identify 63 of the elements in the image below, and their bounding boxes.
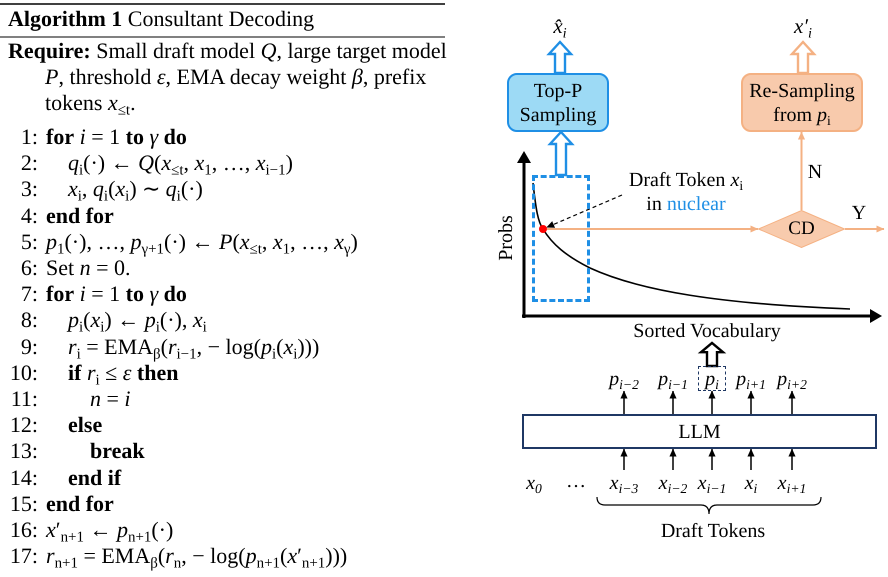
- decision-diamond: CD: [758, 210, 845, 248]
- pseudocode-line: 6: Set n = 0.: [20, 255, 131, 281]
- hollow-arrow: [789, 40, 817, 74]
- arrow: [669, 448, 677, 470]
- hollow-arrow: [698, 341, 726, 368]
- arrow: [620, 390, 628, 414]
- pseudocode-line: 17: r$_{n+1}$ = EMA$_{β}$(r$_{n}$, − log(p$_{n+1}$(x′$_{n+1}$))): [8, 543, 348, 570]
- pseudocode-line: 11: n = i: [10, 386, 131, 412]
- curve-point: [539, 225, 547, 233]
- pseudocode-line: 3: x$_{i}$, q$_{i}$(x$_{i}$) ∼ q$_{i}$(·): [20, 176, 203, 202]
- token-label: x$_{i−2}$: [653, 470, 693, 495]
- pseudocode-line: 5: p$_{1}$(·), …, p$_{γ+1}$(·) ← P(x$_{≤t}$, x$_{1}$, …, x$_{γ}$): [20, 228, 358, 255]
- arrow: [788, 448, 796, 470]
- pseudocode-line: 8: p$_{i}$(x$_{i}$) ← p$_{i}$(·), x$_{i}$: [20, 307, 207, 334]
- callout-text: Draft Token x$_{i}$ in nuclear: [622, 167, 750, 217]
- axis-title: Probs: [494, 214, 518, 263]
- dashed-region-box: [532, 175, 590, 302]
- pseudocode-line: 13: break: [8, 438, 145, 464]
- token-label: x$_{i−3}$: [603, 470, 645, 495]
- arrow: [620, 448, 628, 470]
- pseudocode-line: 12: else: [8, 412, 102, 438]
- probability-label: p$_{i+2}$: [772, 366, 812, 391]
- pseudocode-line: 15: end for: [8, 490, 114, 517]
- process-box: Re-Sampling from p$_{i}$: [741, 73, 863, 132]
- pseudocode-line: 14: end if: [8, 464, 122, 491]
- hollow-arrow: [546, 40, 574, 74]
- arrow: [708, 448, 716, 470]
- pseudocode-line: 2: q$_{i}$(·) ← Q(x$_{≤t}$, x$_{1}$, …, x$_{i−1}$): [20, 150, 293, 176]
- probability-label: p$_{i+1}$: [731, 366, 771, 391]
- model-box: LLM: [522, 414, 877, 449]
- arrow: [788, 390, 796, 414]
- arrow: [747, 448, 755, 470]
- algorithm-title: Algorithm 1 Consultant Decoding: [8, 6, 314, 32]
- pseudocode-line: 10: if r$_{i}$ ≤ ε then: [8, 360, 178, 386]
- edge-label: N: [806, 160, 824, 184]
- token-label: x$_{i+1}$: [771, 470, 813, 495]
- arrow: [708, 390, 716, 414]
- arrow: [547, 225, 758, 233]
- ellipsis: …: [565, 468, 587, 493]
- output-token-label: x̂$_{i}$: [546, 12, 574, 42]
- output-token-label: x′$_{i}$: [787, 12, 819, 42]
- hollow-arrow: [547, 130, 575, 176]
- arrow: [798, 132, 806, 210]
- pseudocode-line: 1: for i = 1 to γ do: [20, 124, 187, 150]
- edge-label: Y: [850, 201, 868, 225]
- token-label: x$_{0}$: [524, 470, 543, 495]
- arrow: [845, 225, 884, 233]
- pseudocode-line: 9: r$_{i}$ = EMA$_{β}$(r$_{i−1}$, − log(p$_{i}$(x$_{i}$))): [20, 334, 320, 360]
- pseudocode-line: 4: end for: [20, 202, 114, 229]
- probability-label: p$_{i−2}$: [604, 366, 644, 391]
- arrow: [669, 390, 677, 414]
- brace-label: Draft Tokens: [660, 519, 766, 543]
- axis-title: Sorted Vocabulary: [627, 318, 787, 343]
- token-label: x$_{i−1}$: [693, 470, 731, 495]
- pseudocode-line: 16: x′$_{n+1}$ ← p$_{n+1}$(·): [8, 517, 174, 543]
- pseudocode-line: 7: for i = 1 to γ do: [20, 281, 187, 308]
- probability-label: p$_{i−1}$: [653, 366, 693, 391]
- highlighted-probability-label: p$_{i}$: [698, 366, 726, 391]
- requirements-text: Require: Small draft model Q, large target model P, threshold ε, EMA decay weight β, prefix tokens x$_{≤t}$.: [8, 38, 448, 116]
- arrow: [747, 390, 755, 414]
- process-box: Top-P Sampling: [507, 73, 609, 132]
- leader-line: [546, 194, 622, 228]
- token-label: x$_{i}$: [743, 470, 759, 495]
